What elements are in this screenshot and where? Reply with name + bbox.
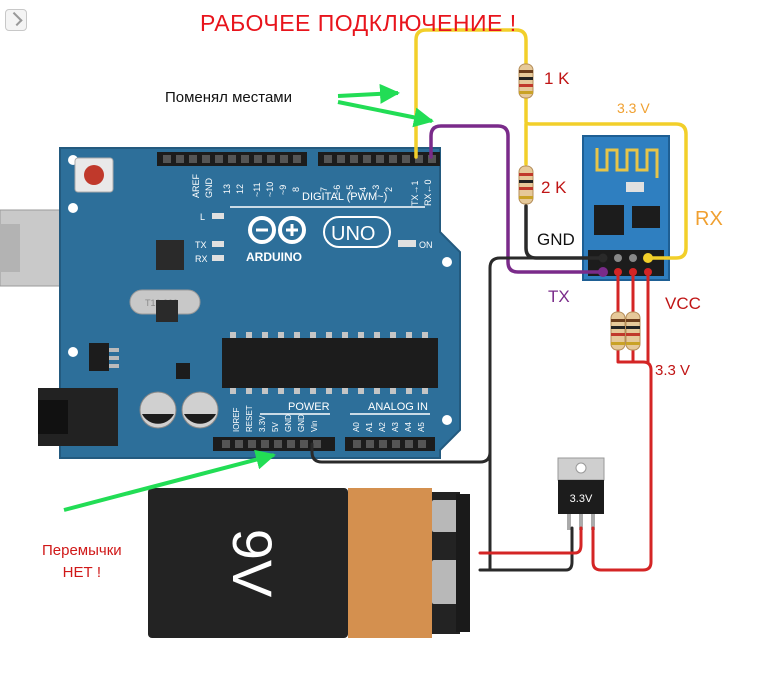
arrow-swap-2: [337, 100, 434, 128]
analog-pin-a5: A5: [417, 422, 426, 432]
label-rx: RX: [695, 208, 723, 230]
power-pin-vin: Vin: [310, 421, 319, 432]
resistor-1k: [518, 63, 534, 99]
esp-antenna: [595, 148, 659, 178]
pin-label-8: 8: [291, 187, 301, 192]
wire-black-regulator: [488, 526, 574, 572]
pin-label-9: ~9: [278, 185, 288, 195]
model-label: UNO: [331, 223, 375, 245]
arrow-swap-1: [337, 83, 400, 104]
pin-label-2: 2: [384, 187, 394, 192]
esp01-module: [582, 135, 670, 281]
page-title: РАБОЧЕЕ ПОДКЛЮЧЕНИЕ !: [200, 10, 517, 36]
label-33v-bottom: 3.3 V: [655, 362, 691, 379]
arrow-no-jumpers: [63, 449, 276, 512]
corner-frame-icon: [5, 9, 27, 31]
wire-red-33v: [591, 360, 653, 572]
pin-label-10: ~10: [265, 182, 275, 197]
pin-label-12: 12: [235, 184, 245, 194]
pin-label-6: ~6: [332, 185, 342, 195]
resistor-2k: [518, 165, 534, 205]
label-1k: 1 K: [544, 69, 570, 88]
label-vcc: VCC: [665, 294, 701, 313]
analog-pin-a3: A3: [391, 422, 400, 432]
reset-button-cap: [84, 165, 104, 185]
no-jumpers-note: Перемычки НЕТ !: [42, 540, 122, 584]
no-jumpers-line1: Перемычки: [42, 542, 122, 559]
esp-chip: [594, 205, 624, 235]
atmega-chip: [222, 338, 438, 388]
pin-label-11: ~11: [252, 182, 262, 197]
on-label: ON: [419, 240, 433, 250]
pin-label-5: ~5: [345, 185, 355, 195]
battery-9v: 9V: [148, 488, 470, 638]
led-l-label: L: [200, 212, 205, 222]
power-pin-ioref: IOREF: [232, 407, 241, 432]
pin-label-rx0: RX←0: [423, 179, 433, 206]
swap-note: Поменял местами: [165, 89, 292, 106]
pin-label-3: ~3: [371, 185, 381, 195]
voltage-regulator: 3.3V: [557, 457, 605, 530]
pin-label-aref: AREF: [191, 173, 201, 198]
led-tx-label: TX: [195, 240, 207, 250]
resistor-vcc-left: [610, 311, 626, 351]
label-gnd: GND: [537, 230, 575, 249]
digital-label: DIGITAL (PWM~): [302, 191, 387, 203]
wire-black-arduino-gnd: [310, 256, 602, 464]
arduino-uno-board: AREF GND 13 12 ~11 ~10 ~9 8 7 ~6 ~5 4 ~3…: [38, 147, 461, 459]
pin-label-4: 4: [358, 187, 368, 192]
pin-label-gnd: GND: [204, 178, 214, 199]
wire-purple-tx: [429, 124, 602, 274]
esp-flash: [632, 206, 660, 228]
no-jumpers-line2: НЕТ !: [62, 564, 101, 581]
power-pin-5v: 5V: [271, 422, 280, 432]
usb-chip: [156, 240, 184, 270]
wire-red-vcc: [616, 274, 650, 364]
wire-yellow-tx: [414, 28, 528, 159]
analog-pin-a4: A4: [404, 422, 413, 432]
power-pin-gnd1: GND: [284, 414, 293, 432]
power-pin-gnd2: GND: [297, 414, 306, 432]
label-2k: 2 K: [541, 178, 567, 197]
analog-label: ANALOG IN: [368, 401, 428, 413]
analog-pin-a1: A1: [365, 422, 374, 432]
resistor-vcc-right: [625, 311, 641, 351]
label-tx: TX: [548, 287, 570, 306]
analog-pin-a0: A0: [352, 422, 361, 432]
brand-label: ARDUINO: [246, 250, 302, 264]
pin-label-13: 13: [222, 184, 232, 194]
pin-label-7: 7: [319, 187, 329, 192]
power-label: POWER: [288, 401, 330, 413]
analog-pin-a2: A2: [378, 422, 387, 432]
wire-red-bridge: [616, 348, 635, 364]
label-33v-top: 3.3 V: [617, 100, 650, 116]
regulator-label: 3.3V: [570, 493, 593, 505]
wire-red-battery: [478, 526, 583, 555]
digital-pin-labels: AREF GND 13 12 ~11 ~10 ~9 8 7 ~6 ~5 4 ~3…: [191, 173, 433, 206]
power-pin-reset: RESET: [245, 405, 254, 432]
pin-label-tx1: TX→1: [410, 180, 420, 206]
arduino-logo: [248, 216, 306, 244]
battery-label: 9V: [221, 529, 284, 598]
power-pin-33v: 3.3V: [258, 415, 267, 432]
led-rx-label: RX: [195, 254, 208, 264]
